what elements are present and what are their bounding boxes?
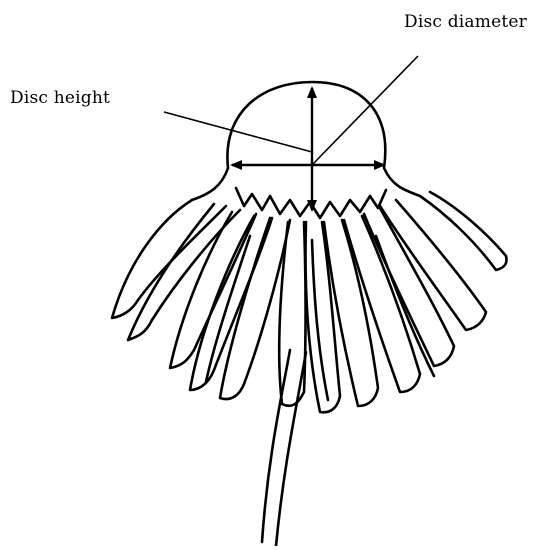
petal xyxy=(420,192,507,270)
petal xyxy=(112,200,226,318)
petal xyxy=(306,222,340,412)
disc-height-label: Disc height xyxy=(10,88,110,108)
petal xyxy=(190,216,272,390)
petal xyxy=(344,216,420,392)
disc-diameter-label: Disc diameter xyxy=(404,12,527,32)
disc-base-left xyxy=(192,168,228,200)
disc-outline xyxy=(227,82,420,196)
stem xyxy=(262,350,306,546)
disc-diameter-leader xyxy=(312,56,418,165)
